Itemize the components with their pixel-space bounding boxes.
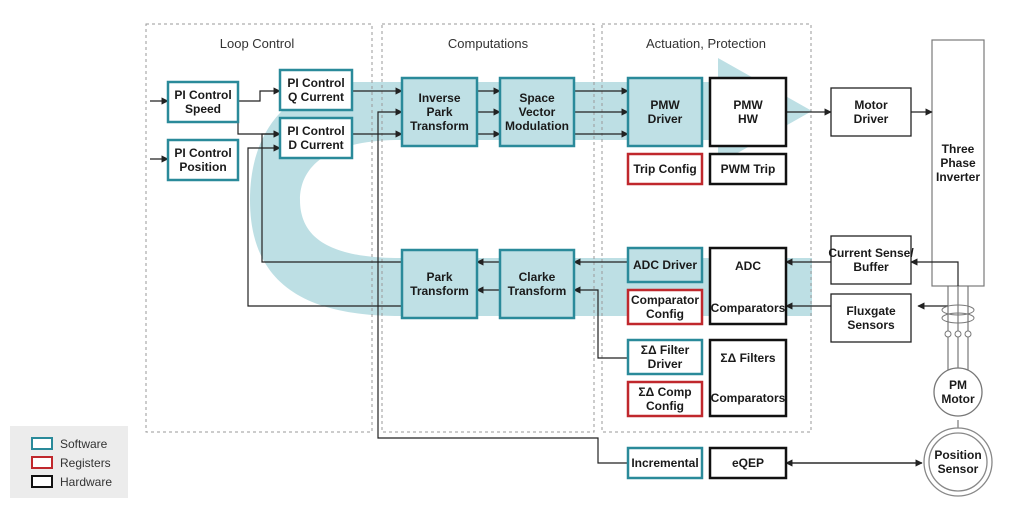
pmw-hw-label: HW bbox=[738, 112, 759, 126]
legend-registers-label: Registers bbox=[60, 456, 111, 470]
motor-driver-block bbox=[830, 87, 912, 137]
sd-comp-config-block bbox=[626, 380, 704, 418]
sd-comparators-label: Comparators bbox=[711, 391, 786, 405]
clarke-block bbox=[498, 248, 576, 320]
pi-position-block bbox=[166, 138, 240, 182]
pi-position-label: PI Control bbox=[174, 146, 231, 160]
motor-driver-label: Driver bbox=[854, 112, 889, 126]
sd-filters-label: ΣΔ Filters bbox=[720, 351, 775, 365]
computations-section bbox=[381, 23, 595, 433]
park-label: Park bbox=[426, 270, 452, 284]
pm-motor-circle bbox=[933, 367, 983, 417]
actuation-section bbox=[601, 23, 812, 433]
position-sensor-label: Sensor bbox=[938, 462, 979, 476]
connections bbox=[150, 87, 969, 467]
fluxgate-block bbox=[830, 293, 912, 343]
inverter-label: Three bbox=[942, 142, 975, 156]
sd-comp-config-label: ΣΔ Comp bbox=[638, 385, 691, 399]
park-label: Transform bbox=[410, 284, 469, 298]
current-sense-block bbox=[830, 235, 912, 285]
pi-q-label: PI Control bbox=[287, 76, 344, 90]
legend-hardware-label: Hardware bbox=[60, 475, 112, 489]
inverter-block bbox=[931, 39, 985, 287]
inverter-label: Phase bbox=[940, 156, 976, 170]
legend-software-swatch bbox=[31, 437, 53, 450]
adc-comparators-block bbox=[708, 246, 788, 326]
computations-title: Computations bbox=[448, 36, 529, 51]
legend-software-label: Software bbox=[60, 437, 108, 451]
sd-filter-driver-label: Driver bbox=[648, 357, 683, 371]
eqep-block bbox=[708, 446, 788, 480]
svm-block bbox=[498, 76, 576, 148]
fluxgate-label: Fluxgate bbox=[846, 304, 896, 318]
pwm-trip-block bbox=[708, 152, 788, 186]
pi-d-block bbox=[278, 116, 354, 160]
legend-hardware-swatch bbox=[31, 475, 53, 488]
adc-driver-label: ADC Driver bbox=[633, 258, 697, 272]
terminal-dot-icon bbox=[944, 330, 952, 338]
sd-comp-config-label: Config bbox=[646, 399, 684, 413]
inv-park-block bbox=[400, 76, 479, 148]
fluxgate-coil-icon bbox=[941, 312, 975, 324]
pmw-driver-label: PMW bbox=[650, 98, 680, 112]
eqep-label: eQEP bbox=[732, 456, 764, 470]
inv-park-label: Park bbox=[426, 105, 452, 119]
comp-config-label: Comparator bbox=[631, 293, 699, 307]
position-sensor-inner bbox=[928, 432, 988, 492]
svm-label: Vector bbox=[519, 105, 556, 119]
comp-config-block bbox=[626, 288, 704, 326]
park-block bbox=[400, 248, 479, 320]
pi-q-label: Q Current bbox=[288, 90, 344, 104]
current-sense-label: Current Sense/ bbox=[828, 246, 914, 260]
sd-filters-comparators-block bbox=[708, 338, 788, 418]
pmw-driver-label: Driver bbox=[648, 112, 683, 126]
legend-registers-swatch bbox=[31, 456, 53, 469]
fluxgate-label: Sensors bbox=[847, 318, 895, 332]
inv-park-label: Transform bbox=[410, 119, 469, 133]
comparators-label: Comparators bbox=[711, 301, 786, 315]
inverter-label: Inverter bbox=[936, 170, 980, 184]
sd-filter-driver-label: ΣΔ Filter bbox=[641, 343, 690, 357]
inv-park-label: Inverse bbox=[418, 91, 460, 105]
incremental-block bbox=[626, 446, 704, 480]
loop-control-title: Loop Control bbox=[220, 36, 295, 51]
pm-motor-label: Motor bbox=[941, 392, 975, 406]
svm-label: Space bbox=[519, 91, 555, 105]
incremental-label: Incremental bbox=[631, 456, 698, 470]
adc-label: ADC bbox=[735, 259, 761, 273]
terminal-dot-icon bbox=[954, 330, 962, 338]
fluxgate-coil-icon bbox=[941, 304, 975, 316]
pi-q-block bbox=[278, 68, 354, 112]
pi-d-label: D Current bbox=[288, 138, 343, 152]
terminal-dot-icon bbox=[964, 330, 972, 338]
pi-speed-block bbox=[166, 80, 240, 124]
pi-position-label: Position bbox=[179, 160, 226, 174]
loop-control-section bbox=[145, 23, 373, 433]
clarke-label: Clarke bbox=[519, 270, 556, 284]
clarke-label: Transform bbox=[508, 284, 567, 298]
pm-motor-label: PM bbox=[949, 378, 967, 392]
svm-label: Modulation bbox=[505, 119, 569, 133]
position-sensor-label: Position bbox=[934, 448, 981, 462]
actuation-title: Actuation, Protection bbox=[646, 36, 766, 51]
trip-config-block bbox=[626, 152, 704, 186]
pi-speed-label: Speed bbox=[185, 102, 221, 116]
adc-driver-block bbox=[626, 246, 704, 284]
legend-box bbox=[10, 426, 128, 498]
sd-filter-driver-block bbox=[626, 338, 704, 376]
pi-speed-label: PI Control bbox=[174, 88, 231, 102]
pmw-driver-block bbox=[626, 76, 704, 148]
comp-config-label: Config bbox=[646, 307, 684, 321]
pmw-hw-label: PMW bbox=[733, 98, 763, 112]
motor-driver-label: Motor bbox=[854, 98, 888, 112]
pmw-hw-block bbox=[708, 76, 788, 148]
pi-d-label: PI Control bbox=[287, 124, 344, 138]
trip-config-label: Trip Config bbox=[633, 162, 696, 176]
current-sense-label: Buffer bbox=[853, 260, 889, 274]
pwm-trip-label: PWM Trip bbox=[721, 162, 776, 176]
